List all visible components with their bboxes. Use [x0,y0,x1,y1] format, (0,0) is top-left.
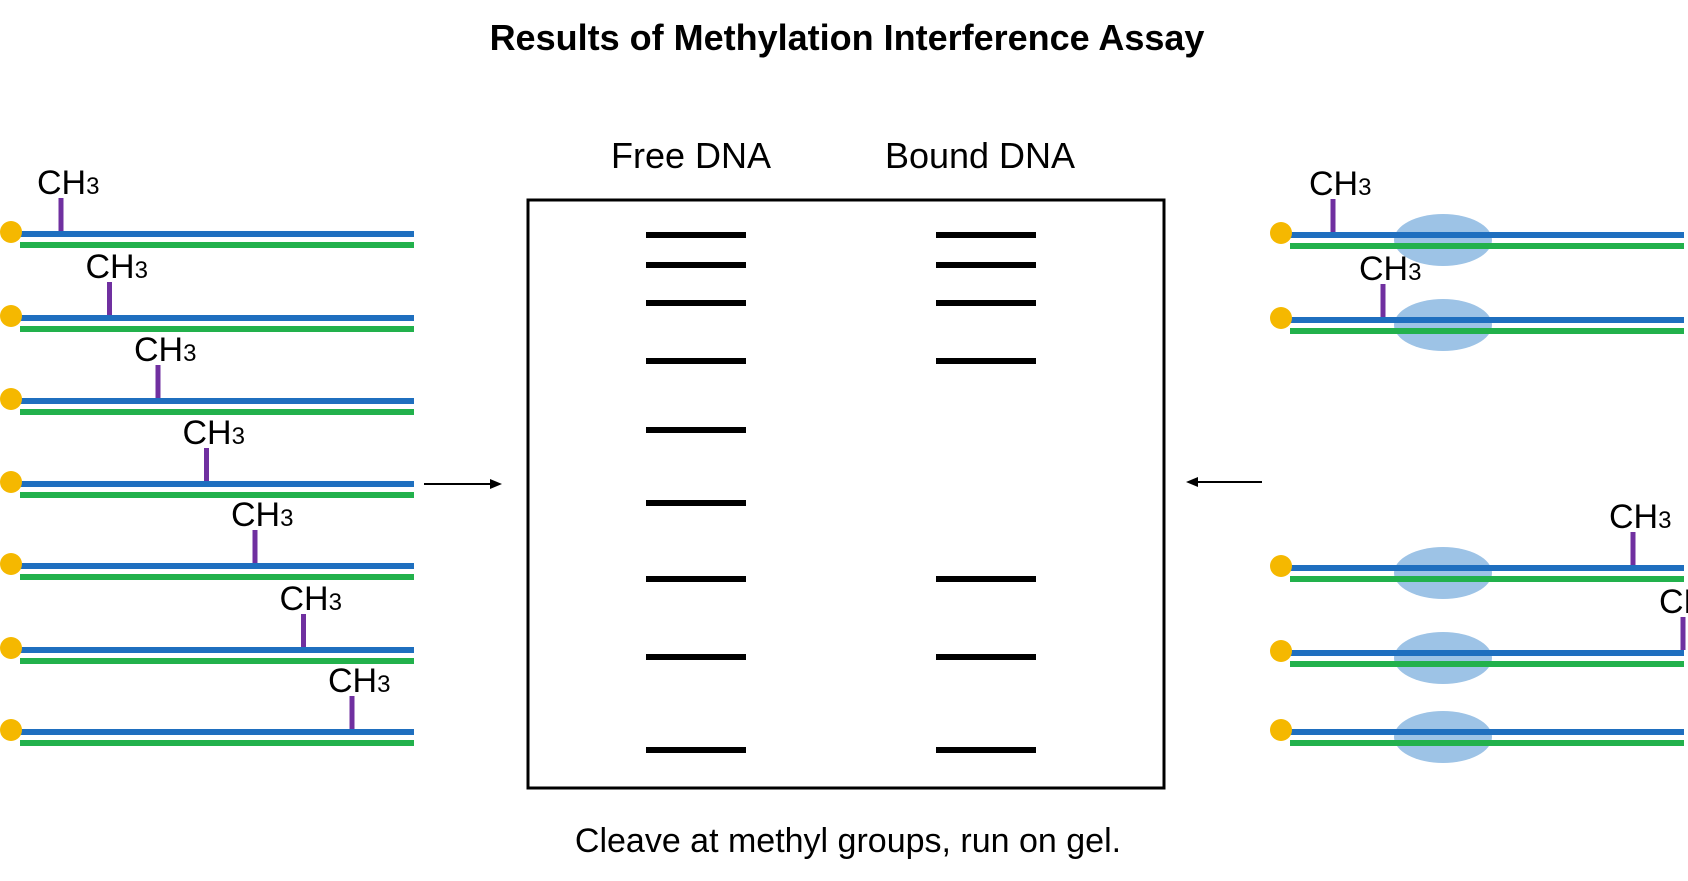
methyl-label-sub: 3 [1358,174,1371,201]
protein-blob [1394,711,1492,763]
free-dna-molecule-3: CH3 [0,331,414,415]
arrow-head-icon [1186,477,1198,487]
methyl-label: CH3 [1359,250,1421,288]
end-label-dot [0,221,22,243]
gel-caption: Cleave at methyl groups, run on gel. [575,822,1121,860]
methyl-label: CH3 [86,248,148,286]
methyl-label: CH3 [183,414,245,452]
methyl-label-sub: 3 [1658,507,1671,534]
methyl-label-sub: 3 [280,505,293,532]
lane-label-free: Free DNA [611,135,771,176]
figure-title: Results of Methylation Interference Assa… [490,17,1205,58]
methyl-label-sub: 3 [377,671,390,698]
methyl-label-main: CH [1609,498,1658,536]
bound-to-gel-arrow [1186,477,1262,487]
end-label-dot [0,637,22,659]
bound-dna-molecule-2: CH3 [1270,250,1684,351]
protein-blob [1394,299,1492,351]
free-to-gel-arrow [424,479,502,489]
end-label-dot [0,553,22,575]
gel-box [526,198,1166,790]
arrow-head-icon [490,479,502,489]
free-dna-molecule-7: CH3 [0,662,414,746]
free-dna-molecule-5: CH3 [0,496,414,580]
end-label-dot [0,719,22,741]
bound-dna-molecule-1: CH3 [1270,165,1684,266]
methyl-label-main: CH [231,496,280,534]
free-dna-molecule-1: CH3 [0,164,414,248]
methyl-label-main: CH [1659,583,1688,621]
methyl-label: CH3 [231,496,293,534]
free-dna-molecule-6: CH3 [0,580,414,664]
gel: Free DNA Bound DNA [526,135,1166,790]
end-label-dot [0,305,22,327]
bound-dna-molecule-5: CH3 [1270,711,1684,763]
bound-dna-molecule-3: CH3 [1270,498,1684,599]
methyl-label: CH3 [37,164,99,202]
protein-blob [1394,214,1492,266]
methyl-label: CH3 [280,580,342,618]
protein-blob [1394,547,1492,599]
methyl-label-main: CH [1359,250,1408,288]
methyl-label-sub: 3 [232,423,245,450]
methyl-label: CH3 [134,331,196,369]
methyl-label-sub: 3 [135,257,148,284]
end-label-dot [1270,307,1292,329]
methyl-label-sub: 3 [183,340,196,367]
methyl-label-main: CH [134,331,183,369]
methyl-label: CH3 [1309,165,1371,203]
methyl-label: CH3 [1609,498,1671,536]
methyl-label-main: CH [280,580,329,618]
methyl-label-main: CH [328,662,377,700]
methyl-label-main: CH [37,164,86,202]
end-label-dot [1270,222,1292,244]
free-dna-molecule-2: CH3 [0,248,414,332]
methyl-label-sub: 3 [86,173,99,200]
end-label-dot [1270,640,1292,662]
end-label-dot [1270,555,1292,577]
methyl-label-sub: 3 [329,589,342,616]
end-label-dot [0,471,22,493]
methyl-label-main: CH [86,248,135,286]
end-label-dot [1270,719,1292,741]
bound-dna-molecule-4: CH3 [1270,583,1688,684]
methyl-label-main: CH [1309,165,1358,203]
methyl-label: CH3 [1659,583,1688,621]
methyl-label: CH3 [328,662,390,700]
lane-label-bound: Bound DNA [885,135,1075,176]
protein-blob [1394,632,1492,684]
end-label-dot [0,388,22,410]
methyl-label-main: CH [183,414,232,452]
methyl-label-sub: 3 [1408,259,1421,286]
free-dna-molecule-4: CH3 [0,414,414,498]
